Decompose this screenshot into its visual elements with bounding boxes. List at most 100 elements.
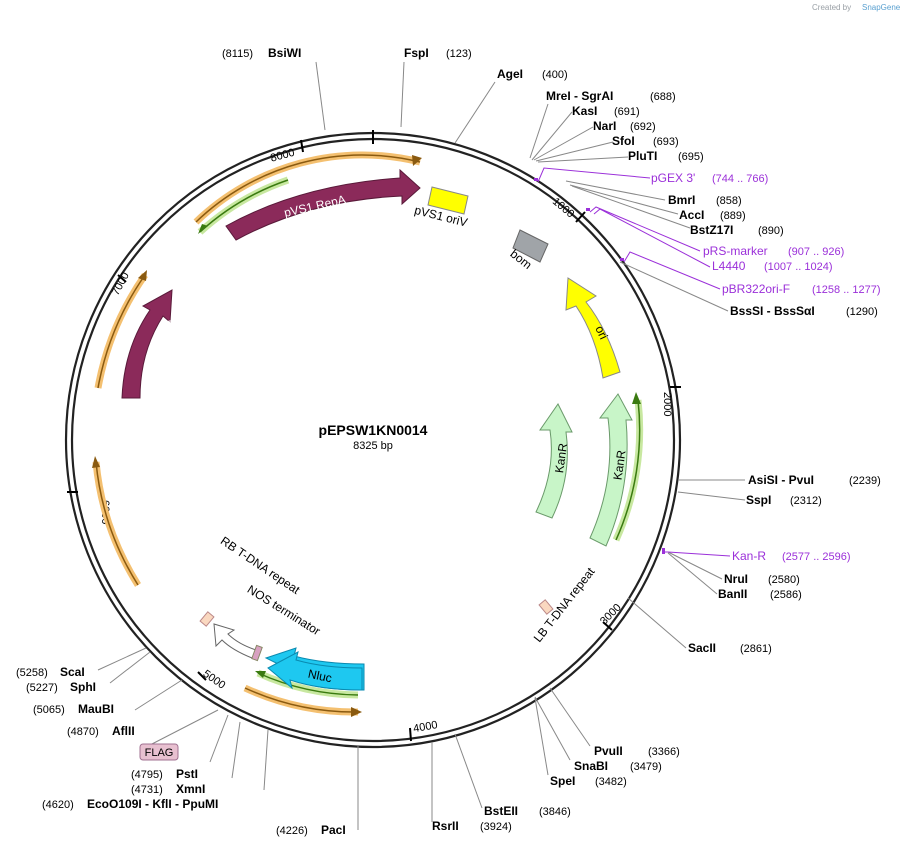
- enzyme-name: AflII: [112, 724, 135, 738]
- enzyme-name: SfoI: [612, 134, 635, 148]
- orange-arrow-left: [94, 270, 148, 389]
- flag-tag[interactable]: [139, 743, 179, 761]
- enzyme-pos: (691): [614, 106, 640, 118]
- primer-labels: pGEX 3' (744 .. 766) pRS-marker (907 .. …: [651, 171, 881, 563]
- enzyme-name: MauBI: [78, 702, 114, 716]
- feature-pvs1-repa[interactable]: [225, 168, 421, 241]
- enzyme-pos: (889): [720, 210, 746, 222]
- orange-arrow-bottom: [243, 684, 362, 717]
- enzyme-pos: (4870): [67, 726, 99, 738]
- enzyme-name: AsiSI - PvuI: [748, 473, 814, 487]
- enzyme-name: EcoO109I - KflI - PpuMI: [87, 797, 218, 811]
- feature-rb-tdna[interactable]: [199, 611, 215, 627]
- enzyme-pos: (688): [650, 91, 676, 103]
- primer-range: (2577 .. 2596): [782, 551, 851, 563]
- enzyme-name: BmrI: [668, 193, 695, 207]
- enzyme-name: KasI: [572, 104, 597, 118]
- green-arrow-bottom: [255, 669, 359, 699]
- primer-name: pBR322ori-F: [722, 282, 790, 296]
- primer-leader-lines: [537, 167, 731, 557]
- enzyme-name: SacII: [688, 641, 716, 655]
- orange-arrow-top: [193, 151, 422, 225]
- feature-flag-box[interactable]: [251, 644, 263, 662]
- label-nos-terminator: NOS terminator: [245, 582, 323, 638]
- enzyme-name: NarI: [593, 119, 616, 133]
- enzyme-name: FspI: [404, 46, 429, 60]
- enzyme-name: PluTI: [628, 149, 657, 163]
- enzyme-leader-lines: [97, 61, 746, 830]
- label-kanr-2: KanR: [611, 449, 629, 481]
- primer-range: (1007 .. 1024): [764, 261, 833, 273]
- enzyme-pos: (4795): [131, 769, 163, 781]
- enzyme-pos: (4226): [276, 825, 308, 837]
- enzyme-pos: (695): [678, 151, 704, 163]
- primer-range: (744 .. 766): [712, 173, 768, 185]
- enzyme-pos: (3924): [480, 821, 512, 833]
- enzyme-name: NruI: [724, 572, 748, 586]
- enzyme-pos: (692): [630, 121, 656, 133]
- tick-4000: 4000: [412, 719, 438, 735]
- green-arrow-top: [197, 176, 290, 235]
- brand-created-by: Created by: [812, 3, 851, 12]
- enzyme-pos: (2580): [768, 574, 800, 586]
- primer-marks: [534, 178, 665, 554]
- enzyme-pos: (4620): [42, 799, 74, 811]
- enzyme-name: PacI: [321, 823, 346, 837]
- tick-marks: [67, 139, 681, 742]
- enzyme-pos: (890): [758, 225, 784, 237]
- enzyme-pos: (693): [653, 136, 679, 148]
- green-arrow-right: [612, 392, 644, 542]
- plasmid-size: 8325 bp: [353, 440, 393, 452]
- primer-name: pRS-marker: [703, 244, 768, 258]
- enzyme-name: PstI: [176, 767, 198, 781]
- enzyme-name: BstEII: [484, 804, 518, 818]
- enzyme-pos: (8115): [222, 48, 253, 60]
- label-ori: ori: [592, 324, 610, 342]
- enzyme-name: SnaBI: [574, 759, 608, 773]
- feature-kanr-1[interactable]: [535, 403, 573, 519]
- feature-pvs1-oriv[interactable]: [427, 186, 469, 215]
- tick-7000: 7000: [110, 270, 132, 297]
- primer-name: L4440: [712, 259, 746, 273]
- primer-range: (1258 .. 1277): [812, 284, 881, 296]
- enzyme-pos: (2239): [849, 475, 881, 487]
- enzyme-pos: (2312): [790, 495, 822, 507]
- enzyme-pos: (5258): [16, 667, 48, 679]
- enzyme-name: BsiWI: [268, 46, 301, 60]
- tick-1000: 1000: [550, 196, 576, 221]
- label-flag: FLAG: [145, 747, 174, 759]
- enzyme-pos: (2861): [740, 643, 772, 655]
- enzyme-name: BanII: [718, 587, 747, 601]
- plasmid-name: pEPSW1KN0014: [319, 422, 428, 438]
- enzyme-pos: (3366): [648, 746, 680, 758]
- label-kanr-1: KanR: [552, 442, 570, 474]
- feature-bom[interactable]: [512, 229, 549, 263]
- enzyme-name: SphI: [70, 680, 96, 694]
- feature-ori[interactable]: [565, 277, 621, 379]
- enzyme-pos: (1290): [846, 306, 878, 318]
- feature-kanr-2[interactable]: [589, 393, 633, 547]
- orange-arrow-left-lower: [92, 456, 141, 587]
- enzyme-name: AgeI: [497, 67, 523, 81]
- feature-pvs1-staa[interactable]: [121, 289, 173, 399]
- enzyme-pos: (5227): [26, 682, 58, 694]
- enzyme-name: XmnI: [176, 782, 205, 796]
- primer-name: pGEX 3': [651, 171, 695, 185]
- enzyme-name: AccI: [679, 208, 704, 222]
- brand-snapgene: SnapGene: [862, 3, 901, 12]
- tick-2000: 2000: [661, 392, 673, 416]
- enzyme-name: SspI: [746, 493, 771, 507]
- feature-nluc[interactable]: [264, 647, 365, 691]
- enzyme-pos: (4731): [131, 784, 163, 796]
- primer-name: Kan-R: [732, 549, 766, 563]
- enzyme-pos: (123): [446, 48, 472, 60]
- enzyme-pos: (5065): [33, 704, 65, 716]
- enzyme-name: MreI - SgrAI: [546, 89, 613, 103]
- enzyme-pos: (3479): [630, 761, 662, 773]
- enzyme-pos: (3846): [539, 806, 571, 818]
- feature-nos-terminator[interactable]: [213, 623, 257, 659]
- enzyme-pos: (3482): [595, 776, 627, 788]
- feature-lb-tdna[interactable]: [538, 599, 554, 615]
- enzyme-name: ScaI: [60, 665, 85, 679]
